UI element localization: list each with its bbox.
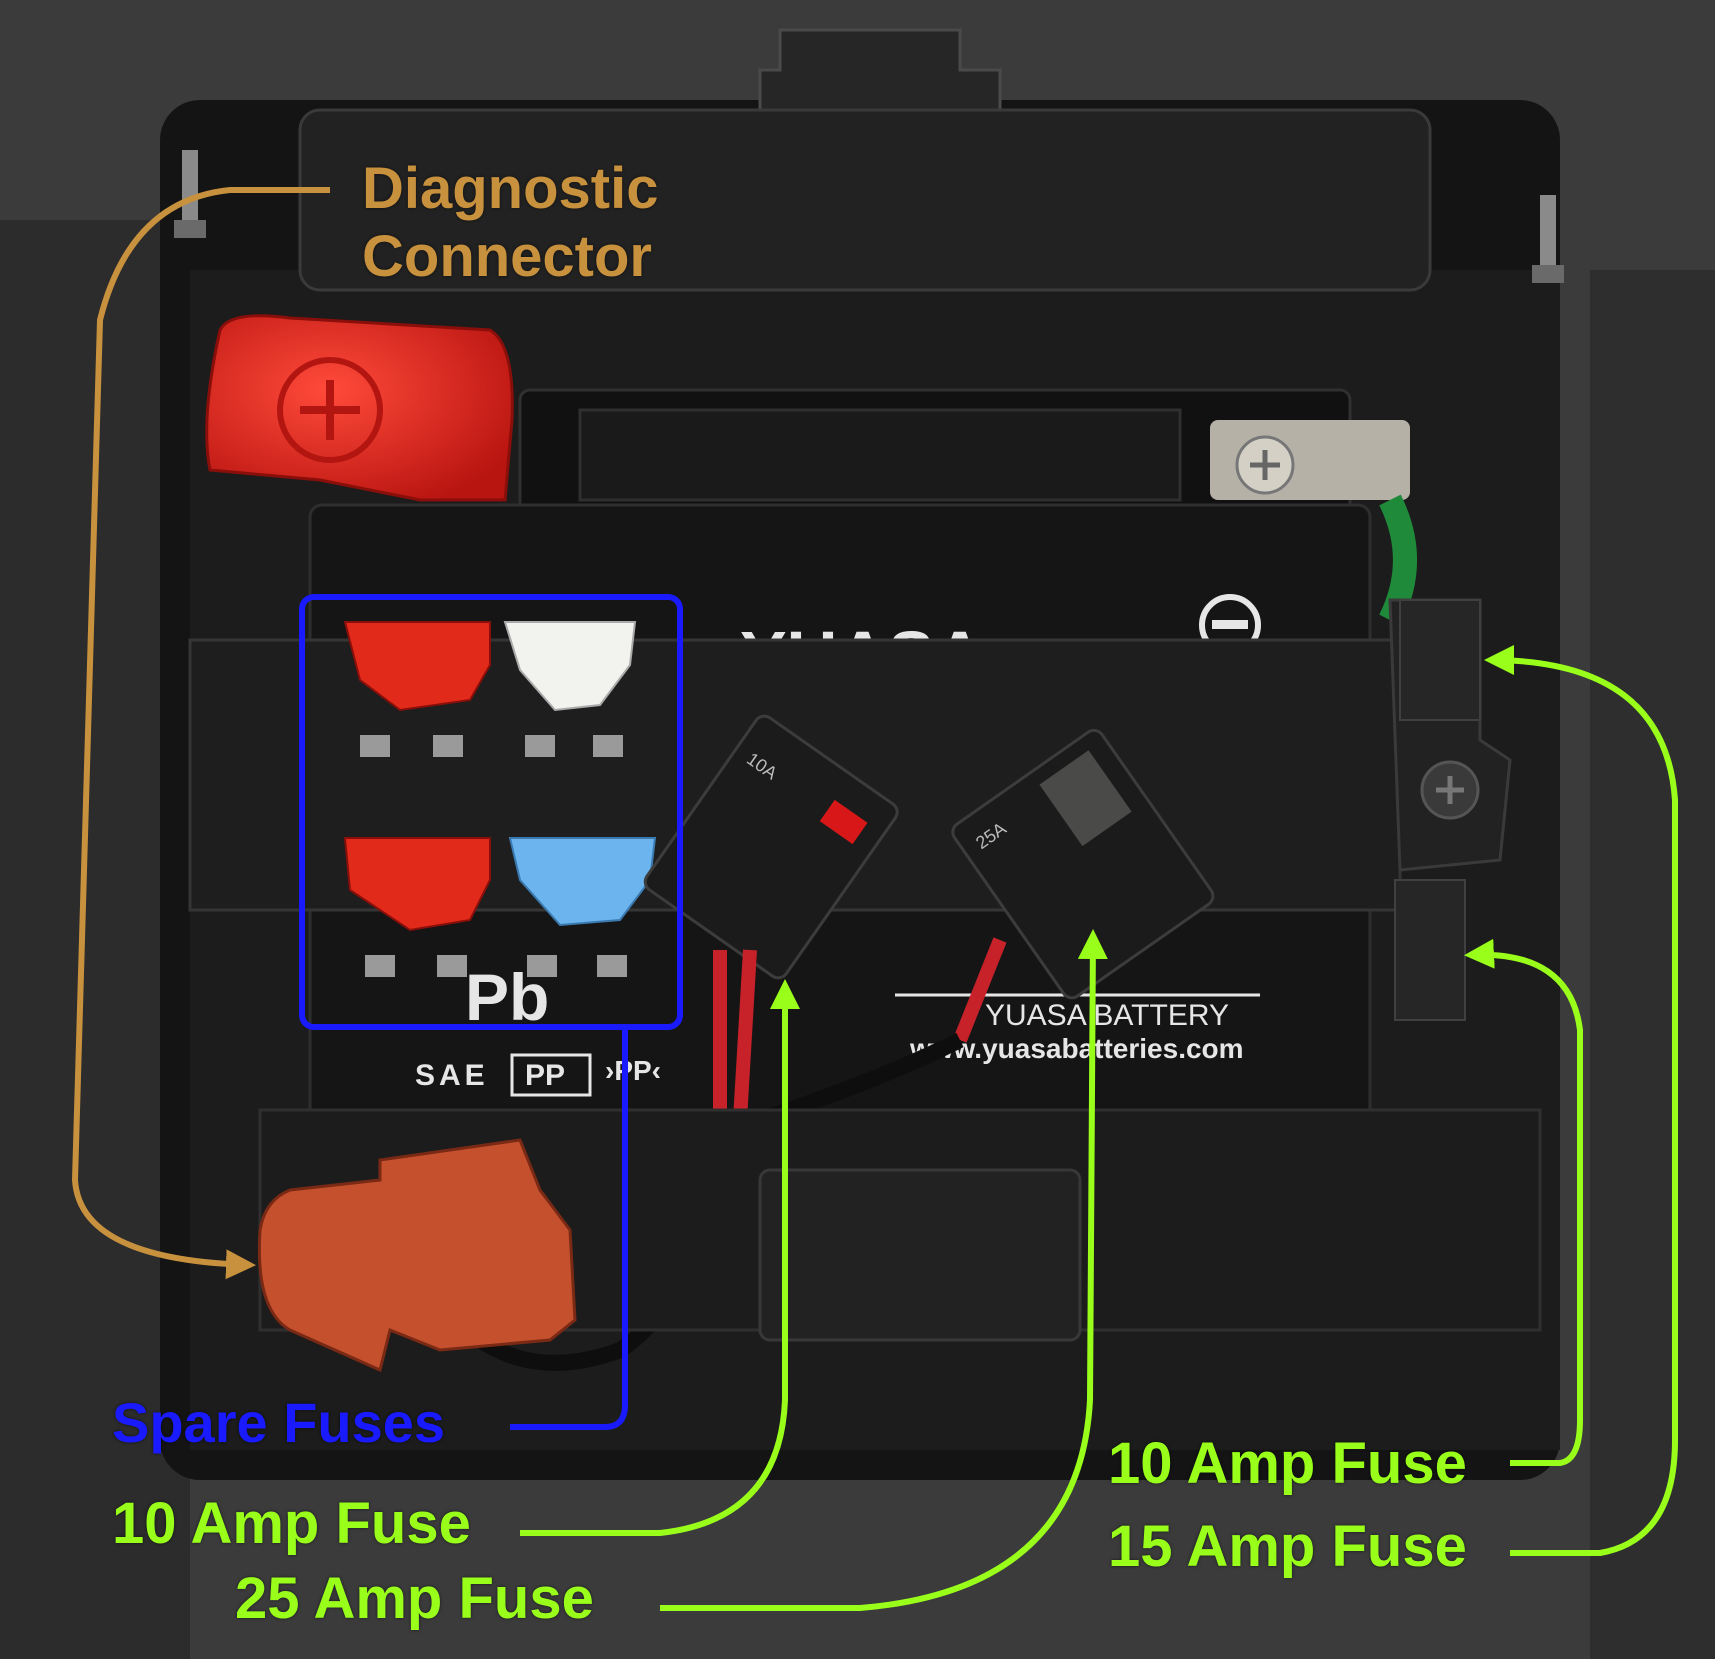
battery-pb-mark: Pb (465, 960, 549, 1034)
battery-tray-tab (758, 1168, 1082, 1342)
plus-terminal-icon (277, 357, 383, 463)
fuse-15a-label: 15 Amp Fuse (1108, 1514, 1467, 1579)
battery-brand-line: YUASA BATTERY (985, 999, 1229, 1032)
diagnostic-connector-label-line2: Connector (362, 224, 652, 289)
fuse-10a-left-arrow (520, 979, 800, 1536)
screw-right-icon (1532, 195, 1564, 283)
battery-sae-mark: SAE (415, 1059, 489, 1092)
fuse-slot-15a (1399, 599, 1481, 721)
spare-fuse-red-top (343, 621, 491, 712)
screw-left-icon (174, 150, 206, 238)
fuse-wire-red-2 (733, 949, 757, 1121)
negative-terminal-clamp (1210, 420, 1410, 500)
mount-screw-icon (1420, 760, 1480, 820)
spare-fuse-blue-bottom (508, 837, 657, 927)
spare-fuses-label: Spare Fuses (112, 1391, 446, 1454)
fuse-slot-10a-right (1394, 879, 1466, 1021)
battery-pp-mark-2: ›PP‹ (605, 1055, 661, 1086)
fuse-holder-25a: 25A (951, 728, 1215, 1000)
battery-handle (578, 408, 1182, 502)
diagnostic-annotation-arrow (71, 187, 330, 1280)
battery-pp-box (510, 1053, 592, 1097)
battery-pp-mark: PP (525, 1059, 565, 1092)
fuse-wire-red-3 (953, 937, 1007, 1043)
diagnostic-connector-cap (257, 1138, 577, 1373)
spare-fuse-prongs (360, 735, 627, 977)
housing-right-panel (1590, 270, 1715, 1659)
spare-fuses-highlight-box (299, 594, 683, 1030)
fuse-10a-right-label: 10 Amp Fuse (1108, 1431, 1467, 1496)
fuse-25a-arrow (660, 929, 1108, 1611)
fuse-holder-10a: 10A (643, 714, 899, 980)
fuse-10a-right-arrow (1464, 938, 1583, 1466)
fuse-10a-left-label: 10 Amp Fuse (112, 1491, 471, 1556)
fuse-15a-arrow (1484, 645, 1678, 1556)
spare-fuses-annotation-line (510, 1027, 628, 1430)
spare-fuse-red-bottom (343, 837, 491, 932)
fuse-25a-label: 25 Amp Fuse (235, 1566, 594, 1631)
spare-fuse-white-top (503, 621, 637, 712)
top-bracket (298, 108, 1432, 292)
diagnostic-connector-label-line1: Diagnostic (362, 156, 659, 221)
positive-terminal-cap (205, 314, 514, 502)
